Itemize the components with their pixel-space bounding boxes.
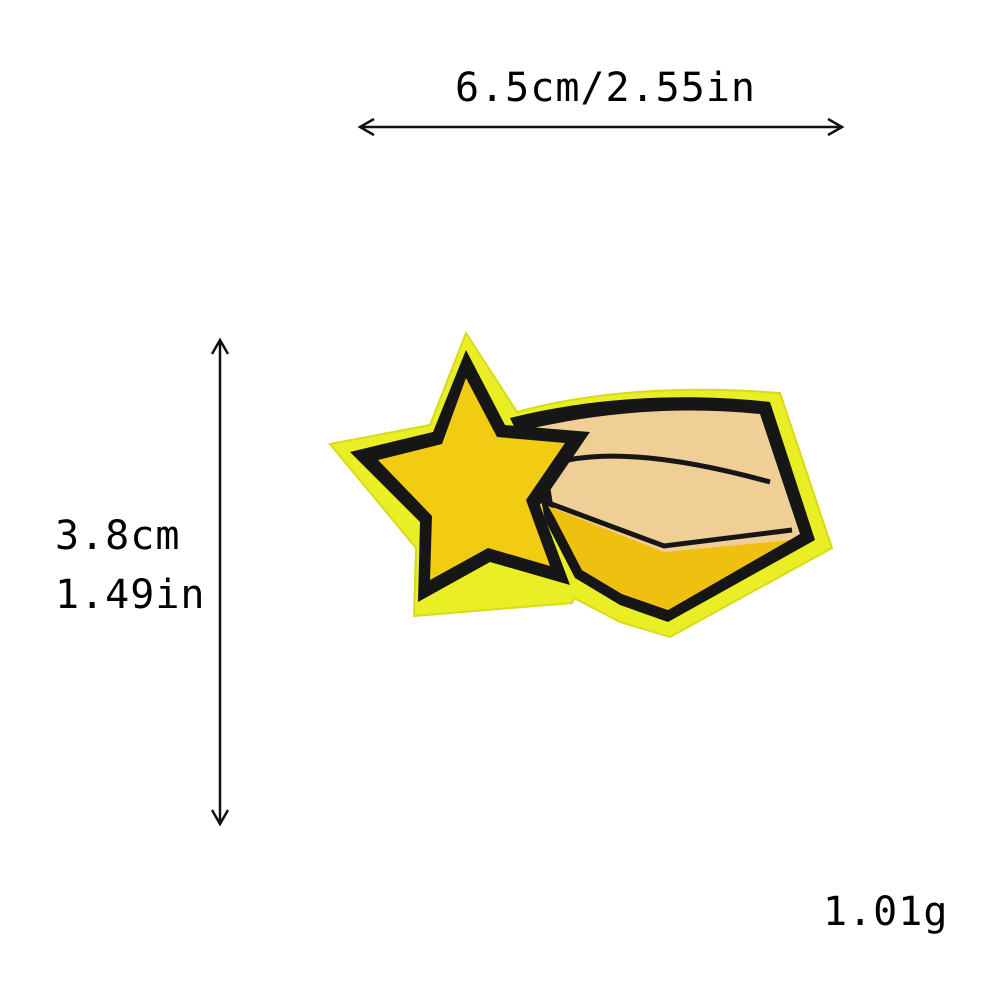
tail-dark (548, 506, 800, 610)
tail-stripe-1 (567, 453, 771, 485)
height-cm-label: 3.8cm (55, 513, 181, 559)
tail-stripe-2 (545, 499, 793, 549)
height-in-label: 1.49in (55, 572, 206, 618)
width-label: 6.5cm/2.55in (455, 65, 756, 111)
weight-label: 1.01g (823, 889, 949, 935)
star-fill (378, 378, 565, 580)
